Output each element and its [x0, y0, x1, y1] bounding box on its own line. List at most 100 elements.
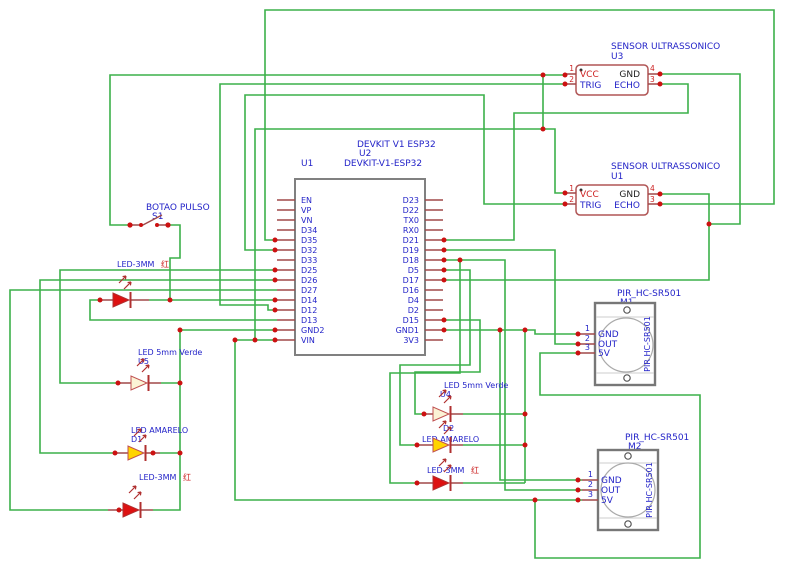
component-sensor-u3[interactable]: SENSOR ULTRASSONICO U3 VCC TRIG GND ECHO… [565, 42, 720, 96]
esp32-pin-label-D22: D22 [403, 206, 419, 215]
esp32-pin-label-D16: D16 [403, 286, 419, 295]
wire-s1-right [168, 224, 181, 300]
component-button-s1[interactable]: BOTAO PULSO S1 [127, 203, 210, 228]
esp32-pin-label-D13: D13 [301, 316, 317, 325]
sensor-u1-num1: 1 [569, 184, 574, 193]
wire-junction [272, 237, 278, 243]
wire-junction [272, 337, 278, 343]
pir-m2-5v: 5V [601, 496, 614, 506]
pir-m1-hole-top [623, 306, 631, 314]
wire-junction [457, 257, 463, 263]
led1-triangle [112, 292, 131, 308]
wire-junction [522, 327, 528, 333]
wire-junction [575, 331, 581, 337]
pir-m2-lens [600, 462, 656, 518]
pir-m2-gnd: GND [601, 476, 622, 486]
pir-m2-ref: M2 [628, 442, 642, 452]
led4-label: LED-3MM [139, 473, 177, 482]
pir-m1-lens [598, 317, 654, 373]
wire-junction [540, 72, 546, 78]
wire-m1-5v-loop [534, 352, 701, 559]
sensor-u3-num2: 2 [569, 75, 574, 84]
component-esp32[interactable]: ENVPVND34D35D32D33D25D26D27D14D12D13GND2… [277, 140, 443, 356]
esp32-pin-label-D5: D5 [408, 266, 419, 275]
component-led-u4-green[interactable]: LED 5mm Verde U4 [423, 381, 508, 422]
wire-u3gnd [660, 73, 741, 225]
led4-label-cn: 红 [183, 472, 191, 482]
pir-m2-num1: 1 [588, 470, 593, 479]
pir-m2-num3: 3 [588, 490, 593, 499]
wire-d27-led4 [9, 289, 277, 511]
led-mid-red-label-cn: 红 [471, 465, 479, 475]
wire-d18-m2out [444, 259, 582, 491]
led3-label: LED AMARELO [131, 426, 188, 435]
pir-m2-hole-top [624, 452, 632, 460]
wire-d15-u4anode [414, 319, 481, 415]
sensor-u3-trig: TRIG [579, 81, 601, 91]
sensor-u3-pin1-mark [579, 68, 583, 72]
wire-junction [562, 201, 568, 207]
wire-junction [657, 191, 663, 197]
esp32-pin-label-D15: D15 [403, 316, 419, 325]
led-u4-ref: U4 [440, 390, 451, 399]
wire-junction [177, 380, 183, 386]
wire-junction [272, 327, 278, 333]
pir-m2-out: OUT [601, 486, 621, 496]
esp32-pin-label-D2: D2 [408, 306, 419, 315]
wire-junction [441, 247, 447, 253]
wire-junction [177, 450, 183, 456]
esp32-left-pins: ENVPVND34D35D32D33D25D26D27D14D12D13GND2… [277, 196, 324, 345]
wire-junction [562, 81, 568, 87]
pir-m1-pin-stubs [580, 333, 595, 354]
sensor-u1-gnd: GND [619, 190, 640, 200]
wire-junction [562, 190, 568, 196]
esp32-pin-label-D19: D19 [403, 246, 419, 255]
wire-junction [575, 341, 581, 347]
component-sensor-u1[interactable]: SENSOR ULTRASSONICO U1 VCC TRIG GND ECHO… [565, 162, 720, 216]
sensor-u1-num2: 2 [569, 195, 574, 204]
esp32-pin-label-D17: D17 [403, 276, 419, 285]
esp32-pin-label-VIN: VIN [301, 336, 315, 345]
wire-junction [272, 277, 278, 283]
wire-junction [414, 442, 420, 448]
led-u4-triangle [432, 406, 451, 422]
wire-u3trig-d12 [219, 83, 565, 311]
pir-m1-hole-bottom [623, 374, 631, 382]
led1-label-cn: 红 [161, 259, 169, 269]
led-d2-ref: D2 [443, 424, 454, 433]
wire-junction [657, 201, 663, 207]
sensor-u1-title: SENSOR ULTRASSONICO [611, 162, 720, 172]
esp32-right-pins: D23D22TX0RX0D21D19D18D5D17D16D4D2D15GND1… [396, 196, 443, 345]
led3-triangle [127, 445, 146, 461]
component-led-d2-yellow[interactable]: D2 LED AMARELO [416, 420, 479, 453]
wire-d26-led3 [39, 279, 277, 454]
wire-junction [414, 480, 420, 486]
sensor-u3-num1: 1 [569, 64, 574, 73]
esp32-pin-label-D32: D32 [301, 246, 317, 255]
component-led-mid-red[interactable]: LED-3MM 红 [416, 458, 479, 491]
button-lever [140, 214, 163, 227]
wire-junction [252, 337, 258, 343]
wire-junction [116, 507, 122, 513]
wire-junction [657, 71, 663, 77]
component-led3-yellow[interactable]: LED AMARELO D1 [115, 426, 188, 461]
wire-junction [150, 450, 156, 456]
pir-m2-hole-bottom [624, 520, 632, 528]
sensor-u3-pin-stubs [565, 73, 660, 85]
wire-gnd1-m1gnd [444, 329, 580, 335]
component-led2-green[interactable]: LED 5mm Verde U5 [118, 348, 202, 391]
wire-junction [272, 297, 278, 303]
esp32-pin-label-GND1: GND1 [396, 326, 419, 335]
wire-junction [540, 126, 546, 132]
sensor-u1-num4: 4 [650, 184, 655, 193]
component-pir-m1[interactable]: PIR_HC-SR501 M1 1 2 3 GND OUT 5V PIR HC-… [580, 289, 681, 387]
led4-triangle [122, 502, 141, 518]
sensor-u3-title: SENSOR ULTRASSONICO [611, 42, 720, 52]
sensor-u3-ref: U3 [611, 52, 623, 62]
pir-m1-gnd: GND [598, 330, 619, 340]
component-pir-m2[interactable]: PIR_HC-SR501 M2 1 2 3 GND OUT 5V PIR HC-… [582, 433, 689, 532]
wires [9, 9, 775, 559]
wire-junction [575, 487, 581, 493]
